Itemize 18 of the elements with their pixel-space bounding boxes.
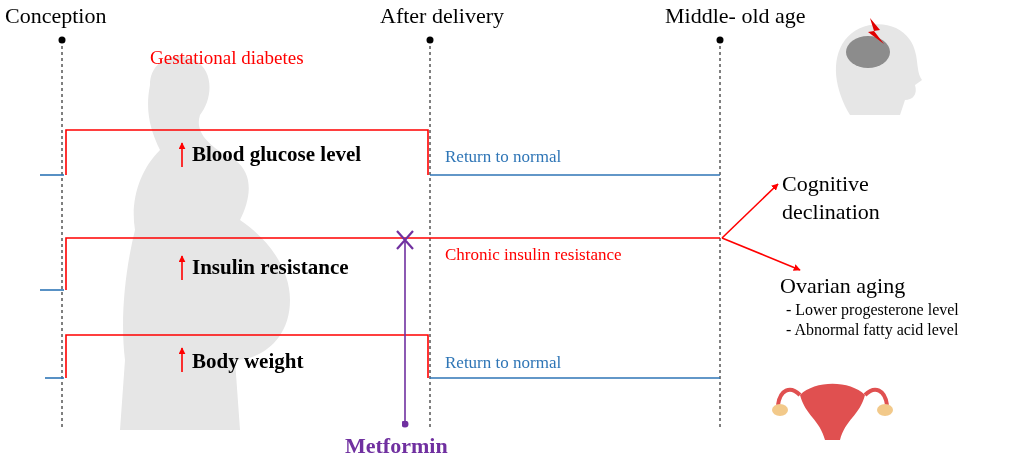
outcome-label: Ovarian aging <box>780 272 907 300</box>
measure-label: Insulin resistance <box>192 256 349 280</box>
status-label: Return to normal <box>445 354 562 373</box>
outcome-label: Cognitive declination <box>782 170 932 225</box>
treatment-label: Metformin <box>345 432 448 460</box>
timepoint-label: Middle- old age <box>665 4 806 29</box>
timepoint-label: After delivery <box>380 4 504 29</box>
measure-label: Blood glucose level <box>192 143 362 167</box>
status-label: Return to normal <box>445 148 562 167</box>
arrow <box>721 237 801 271</box>
measure-label: Body weight <box>192 350 304 374</box>
list-item: - Lower progesterone level <box>785 299 959 320</box>
inhibition-line <box>401 239 409 428</box>
list-item: - Abnormal fatty acid level <box>785 319 959 340</box>
arrow <box>721 183 779 239</box>
timepoint-label: Conception <box>5 4 107 29</box>
condition-label: Gestational diabetes <box>150 48 304 69</box>
status-label: Chronic insulin resistance <box>445 246 622 265</box>
